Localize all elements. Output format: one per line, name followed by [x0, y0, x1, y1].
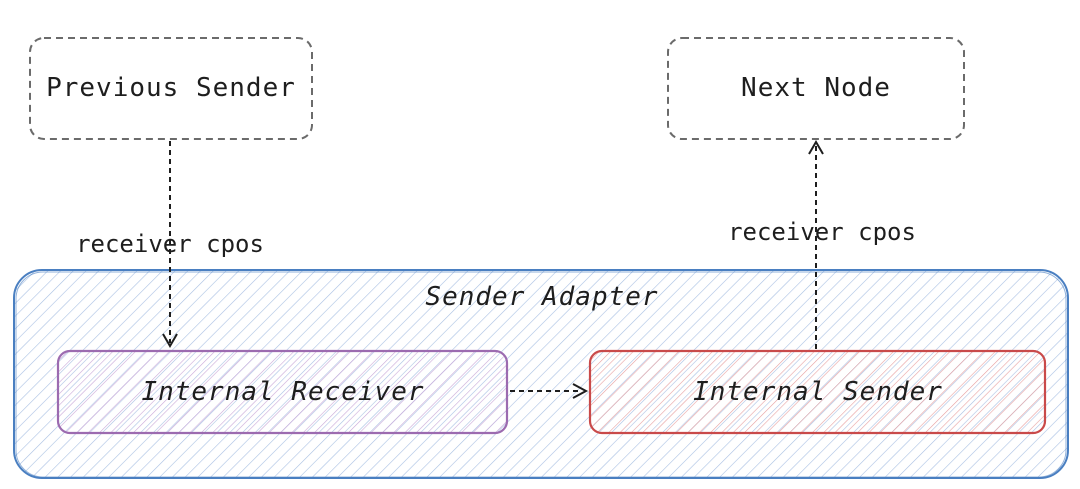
- edge-label-sender-to-next: receiver cpos: [728, 218, 916, 246]
- next-node-node[interactable]: Next Node: [667, 37, 965, 140]
- next-node-label: Next Node: [741, 73, 891, 103]
- arrow-sender-to-next: receiver cpos: [728, 140, 916, 349]
- internal-receiver-label: Internal Receiver: [141, 377, 424, 407]
- internal-sender-label: Internal Sender: [693, 377, 943, 407]
- arrow-previous-to-receiver: receiver cpos: [76, 141, 264, 348]
- internal-sender-node[interactable]: Internal Sender: [588, 349, 1047, 435]
- internal-receiver-node[interactable]: Internal Receiver: [56, 349, 509, 435]
- arrow-receiver-to-sender: [510, 383, 589, 399]
- previous-sender-label: Previous Sender: [46, 73, 296, 103]
- previous-sender-node[interactable]: Previous Sender: [29, 37, 313, 140]
- sender-adapter-label: Sender Adapter: [425, 282, 658, 312]
- edge-label-previous-to-receiver: receiver cpos: [76, 230, 264, 258]
